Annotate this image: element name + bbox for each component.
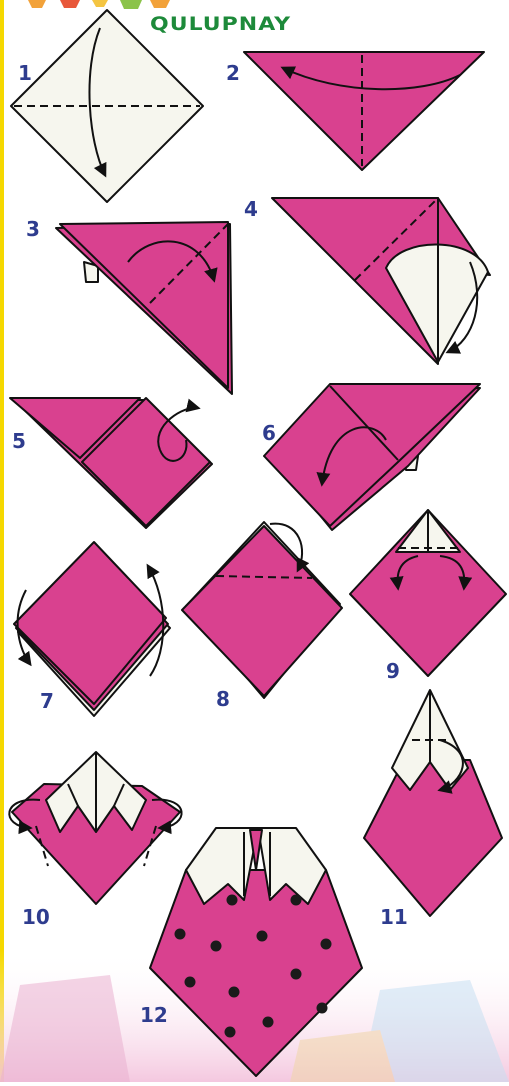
step-2-paper [244,52,484,170]
step-5: 5 [10,398,212,528]
step-9: 9 [350,510,506,683]
step-4: 4 [244,197,490,364]
seed [211,941,222,952]
seed [291,969,302,980]
step-1: 1 [11,10,203,202]
step-11-paper [364,760,502,916]
step-8-paper [182,526,342,696]
seed [227,895,238,906]
step-3: 3 [26,217,232,394]
step-10-number: 10 [22,905,50,929]
step-12-number: 12 [140,1003,168,1027]
step-5-number: 5 [12,429,26,453]
step-7-number: 7 [40,689,54,713]
step-8-number: 8 [216,687,230,711]
step-11-number: 11 [380,905,408,929]
seed [229,987,240,998]
step-2: 2 [226,52,484,170]
seed [321,939,332,950]
seed [263,1017,274,1028]
step-11: 11 [364,690,502,929]
seed [225,1027,236,1038]
step-6-number: 6 [262,421,276,445]
seed [175,929,186,940]
step-3-number: 3 [26,217,40,241]
step-4-number: 4 [244,197,258,221]
left-border-stripe [0,0,4,1082]
step-1-number: 1 [18,61,32,85]
step-2-number: 2 [226,61,240,85]
step-6: 6 [262,384,480,530]
seed [185,977,196,988]
step-8: 8 [182,522,342,711]
step-7-paper [14,542,166,704]
step-10: 10 [9,752,181,929]
step-6-paper [264,384,480,526]
page-title: QULUPNAY [150,14,291,35]
step-7: 7 [14,542,170,716]
seed [257,931,268,942]
step-9-number: 9 [386,659,400,683]
seed [317,1003,328,1014]
seed [291,895,302,906]
top-decoration [28,0,170,9]
